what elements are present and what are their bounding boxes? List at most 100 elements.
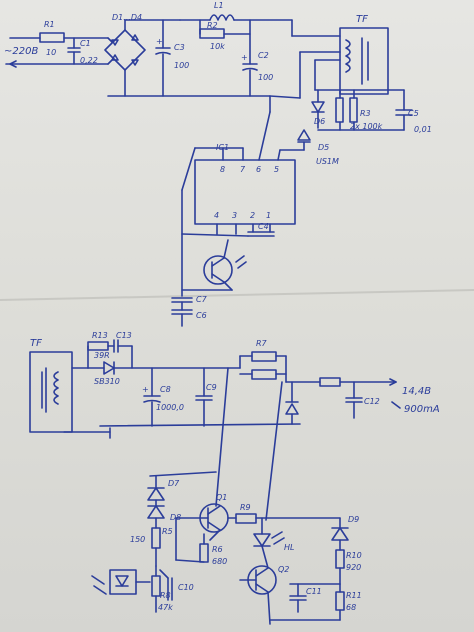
l1-inductor: L1: [209, 1, 293, 21]
r10-value: 920: [346, 563, 361, 572]
d9-label: D9: [348, 515, 359, 524]
r5-value: 150: [130, 535, 145, 544]
optocoupler-bottom: [91, 569, 151, 595]
c13-label: C13: [116, 331, 132, 340]
tf-top-label: TF: [356, 14, 368, 25]
c8-capacitor: + C8 1000,0: [142, 367, 184, 427]
c2-label: C2: [258, 51, 269, 60]
r2-resistor: R2 10k: [199, 19, 251, 51]
ic1-pin-1: 1: [266, 211, 271, 220]
hl-led: HL: [253, 517, 294, 552]
r2-value: 10k: [210, 42, 225, 51]
r7-resistors: R7: [239, 339, 287, 383]
q2-transistor: Q2: [239, 545, 289, 625]
q2-label: Q2: [278, 565, 289, 574]
r6-label: R6: [212, 545, 223, 554]
q1-label: Q1: [216, 493, 227, 502]
q1-transistor: Q1: [175, 493, 237, 561]
output-section: C12 14,4B 900mA: [285, 377, 440, 425]
c8-value: 1000,0: [156, 403, 184, 412]
ic1-pin-4: 4: [214, 211, 219, 220]
c4-label: C4: [258, 222, 269, 231]
c7-label: C7: [196, 295, 208, 304]
r1-resistor: R1 10: [39, 20, 109, 57]
ic1-controller: IC1 8 7 6 5 4 3 2 1: [181, 95, 296, 297]
c2-capacitor: + C2 100: [241, 19, 273, 97]
c8-plus: +: [142, 385, 149, 394]
l1-label: L1: [214, 1, 224, 10]
tf-bottom-label: TF: [30, 338, 42, 349]
r11-label: R11: [346, 591, 362, 600]
paper-fold: [0, 289, 474, 301]
transformer-top: TF: [291, 14, 389, 99]
output-voltage: 14,4B: [402, 386, 431, 397]
r1-label: R1: [44, 20, 55, 29]
c2-value: 100: [258, 73, 273, 82]
diode-bridge: D1...D4: [104, 13, 146, 97]
d5-value: US1M: [316, 157, 339, 166]
hl-label: HL: [284, 543, 294, 552]
snubber: D6 R3 2x 100k C5 0,01: [311, 89, 432, 134]
c1-label: C1: [80, 39, 91, 48]
c5-value: 0,01: [414, 125, 432, 134]
c1-value: 0,22: [80, 56, 98, 65]
rail-to-r9: [265, 381, 283, 521]
c11-label: C11: [306, 587, 322, 596]
rail-to-q1: [215, 367, 229, 507]
r13-c13-snubber: R13 39R C13: [87, 331, 133, 369]
r9-resistor: R9: [235, 503, 341, 524]
r5-label: R5: [162, 527, 173, 536]
transformer-bottom: TF: [29, 338, 111, 439]
ic1-pin-5: 5: [274, 165, 279, 174]
c12-label: C12: [364, 397, 380, 406]
r8-label: R8: [160, 591, 171, 600]
d7-d8-zeners: D7 D8: [147, 475, 181, 522]
d5-label: D5: [318, 143, 329, 152]
mains-input: ~220B: [4, 37, 109, 68]
r7-label: R7: [256, 339, 268, 348]
optocoupler-top: [181, 239, 247, 291]
output-current: 900mA: [404, 404, 440, 415]
c7-c6-capacitors: C7 C6: [171, 295, 208, 327]
d9-r10-branch: D9 R10 920: [289, 515, 362, 585]
sb310-diode: SB310: [87, 361, 241, 386]
d6-label: D6: [314, 117, 325, 126]
ic1-pin-8: 8: [220, 165, 225, 174]
c2-plus: +: [241, 53, 248, 62]
ic1-pin-7: 7: [240, 165, 246, 174]
r3-value: 2x 100k: [350, 122, 383, 131]
r6-resistor: R6 680: [175, 533, 227, 566]
c9-capacitor: C9: [195, 367, 217, 427]
r5-resistor: 150 R5: [130, 517, 173, 567]
r10-label: R10: [346, 551, 362, 560]
r1-value: 10: [46, 48, 56, 57]
r11-value: 68: [346, 603, 356, 612]
c3-label: C3: [174, 43, 185, 52]
ic1-pin-6: 6: [256, 165, 261, 174]
c3-plus: +: [156, 37, 163, 46]
r3-label: R3: [360, 109, 371, 118]
c8-label: C8: [160, 385, 171, 394]
r13-label: R13: [92, 331, 108, 340]
c4-capacitor: C4: [181, 222, 275, 237]
r13-value: 39R: [94, 351, 110, 360]
r9-label: R9: [240, 503, 251, 512]
rail-to-d7: [149, 471, 217, 477]
d5-diode: D5 US1M: [279, 129, 339, 166]
r6-value: 680: [212, 557, 227, 566]
c9-label: C9: [206, 383, 217, 392]
d7-label: D7: [168, 479, 180, 488]
ic1-pin-2: 2: [250, 211, 255, 220]
ground-rail-bottom: [99, 423, 301, 427]
c3-value: 100: [174, 61, 189, 70]
c5-label: C5: [408, 109, 419, 118]
sb310-label: SB310: [94, 377, 120, 386]
ic1-pin-3: 3: [232, 211, 237, 220]
r8-value: 47k: [158, 603, 173, 612]
c11-r11: C11 R11 68: [269, 583, 362, 621]
c1-capacitor: C1 0,22: [67, 37, 98, 65]
c6-label: C6: [196, 311, 207, 320]
bridge-label: D1...D4: [112, 13, 142, 22]
